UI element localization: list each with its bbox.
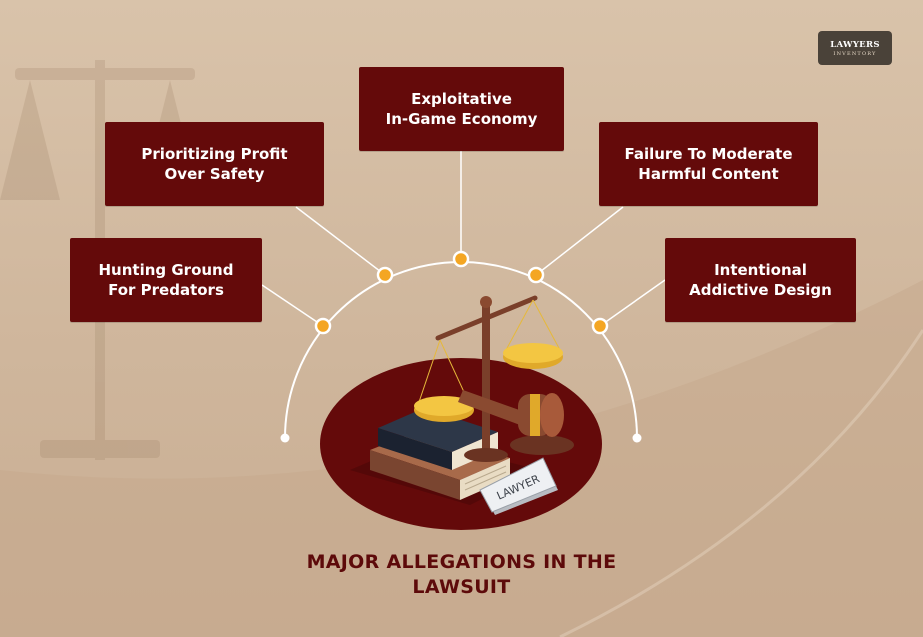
allegation-box-hunting-ground: Hunting Ground For Predators (70, 238, 262, 322)
allegation-line: In-Game Economy (385, 110, 538, 128)
lawyer-nameplate: LAWYER (479, 457, 558, 515)
brand-logo: LAWYERS INVENTORY (818, 31, 892, 65)
allegation-line: Failure To Moderate (624, 145, 793, 163)
allegation-line: Intentional (714, 261, 807, 279)
connector-line-4 (535, 206, 624, 276)
scale-of-justice-icon (414, 295, 563, 462)
allegation-box-prioritizing-profit: Prioritizing Profit Over Safety (105, 122, 324, 206)
arc-end-dot-left (280, 433, 290, 443)
allegation-line: Harmful Content (638, 165, 779, 183)
logo-text-secondary: INVENTORY (833, 50, 877, 57)
title-line-2: LAWSUIT (412, 576, 511, 598)
allegation-line: Over Safety (164, 165, 265, 183)
allegation-line: For Predators (108, 281, 224, 299)
node-5 (591, 317, 609, 335)
page-title: MAJOR ALLEGATIONS IN THE LAWSUIT (260, 550, 663, 600)
background-curve (559, 329, 923, 637)
arc-end-dot-right (632, 433, 642, 443)
allegation-box-exploitative-economy: Exploitative In-Game Economy (359, 67, 564, 151)
gavel-icon (458, 390, 574, 455)
node-1 (314, 317, 332, 335)
connector-line-5 (599, 279, 666, 327)
allegation-box-failure-to-moderate: Failure To Moderate Harmful Content (599, 122, 818, 206)
connector-line-2 (295, 206, 386, 276)
allegation-line: Addictive Design (689, 281, 832, 299)
allegation-box-addictive-design: Intentional Addictive Design (665, 238, 856, 322)
logo-text-primary: LAWYERS (830, 39, 880, 50)
title-line-1: MAJOR ALLEGATIONS IN THE (306, 551, 617, 573)
connector-line-1 (261, 284, 324, 327)
node-4 (527, 266, 545, 284)
allegation-line: Hunting Ground (98, 261, 234, 279)
allegation-line: Prioritizing Profit (141, 145, 288, 163)
allegation-line: Exploitative (411, 90, 512, 108)
node-2 (376, 266, 394, 284)
connector-nodes (314, 250, 609, 335)
node-3 (452, 250, 470, 268)
